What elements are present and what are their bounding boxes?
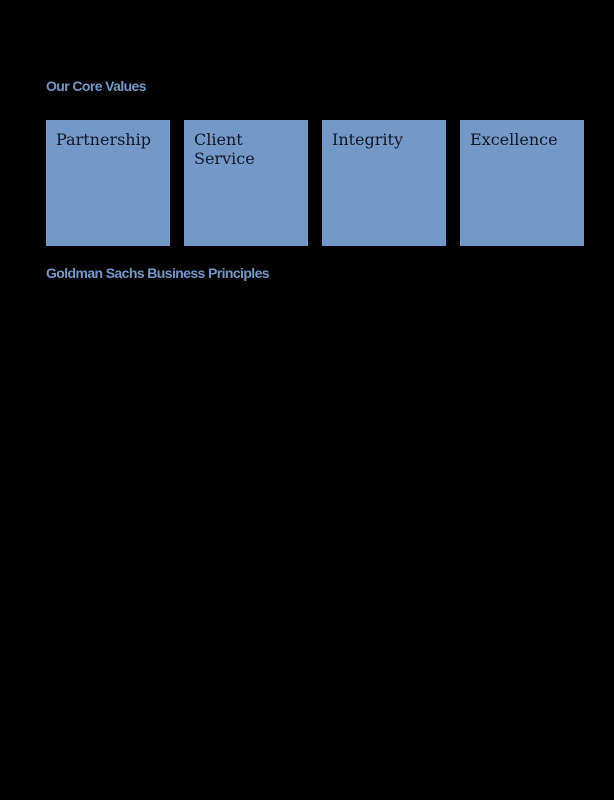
value-label-line: Partnership <box>56 130 151 149</box>
value-label-line: Service <box>194 149 255 168</box>
value-card-excellence: Excellence <box>460 120 584 246</box>
value-card-client-service: Client Service <box>184 120 308 246</box>
value-card-partnership: Partnership <box>46 120 170 246</box>
business-principles-heading: Goldman Sachs Business Principles <box>46 265 270 281</box>
value-label-line: Excellence <box>470 130 558 149</box>
core-values-heading: Our Core Values <box>46 78 147 94</box>
value-label-line: Client <box>194 130 243 149</box>
value-label-line: Integrity <box>332 130 403 149</box>
core-values-row: Partnership Client Service Integrity Exc… <box>46 120 584 246</box>
value-card-integrity: Integrity <box>322 120 446 246</box>
